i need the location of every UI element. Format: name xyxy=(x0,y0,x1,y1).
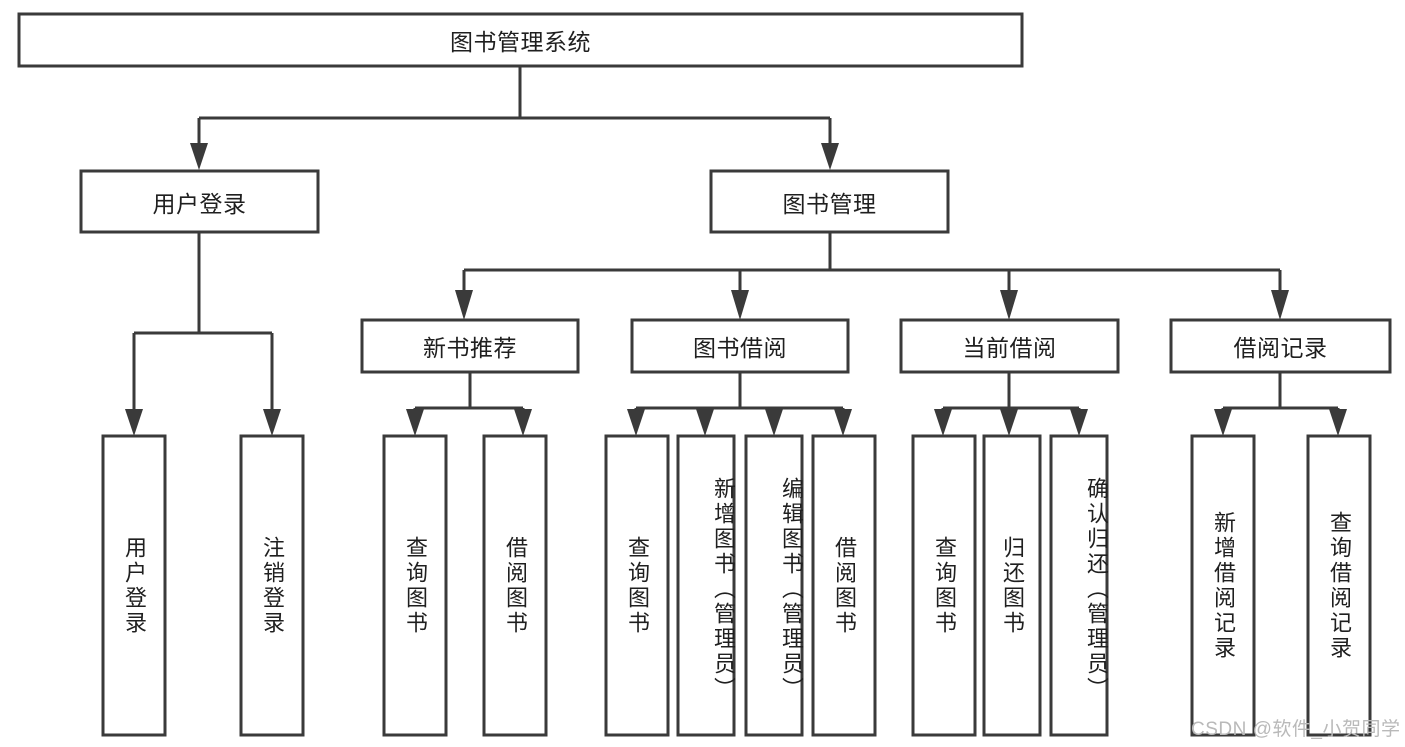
node-box-leaf-query-book-3[interactable] xyxy=(911,434,977,737)
arrow-head-to-leaf-edit-book xyxy=(765,409,783,436)
arrow-head-to-leaf-logout xyxy=(263,409,281,436)
arrow-head-to-leaf-query-record xyxy=(1329,409,1347,436)
node-box-new-book-recommend[interactable] xyxy=(360,318,580,374)
node-box-leaf-confirm-return[interactable] xyxy=(1049,434,1109,737)
arrow-head-to-leaf-confirm-return xyxy=(1070,409,1088,436)
arrow-head-to-borrow-record xyxy=(1271,290,1289,320)
connector-new-book-recommend-to-leaves xyxy=(413,372,525,420)
node-box-book-manage[interactable] xyxy=(709,169,950,234)
connector-borrow-record-to-leaves xyxy=(1221,372,1340,420)
node-box-leaf-add-record[interactable] xyxy=(1190,434,1256,737)
node-box-leaf-borrow-book-2[interactable] xyxy=(811,434,877,737)
node-box-leaf-query-book-2[interactable] xyxy=(604,434,670,737)
arrow-head-to-leaf-user-login xyxy=(125,409,143,436)
node-box-leaf-logout[interactable] xyxy=(239,434,305,737)
arrow-head-to-leaf-return-book xyxy=(1000,409,1018,436)
arrow-head-to-leaf-borrow-book-2 xyxy=(834,409,852,436)
node-box-user-login[interactable] xyxy=(79,169,320,234)
arrow-head-to-book-borrow xyxy=(731,290,749,320)
arrow-head-to-new-book-recommend xyxy=(455,290,473,320)
node-box-current-borrow[interactable] xyxy=(899,318,1120,374)
connector-user-login-to-leaves xyxy=(132,232,274,420)
arrow-head-to-current-borrow xyxy=(1000,290,1018,320)
arrow-head-to-leaf-query-book-3 xyxy=(934,409,952,436)
node-box-leaf-query-book-1[interactable] xyxy=(382,434,448,737)
node-box-leaf-edit-book[interactable] xyxy=(744,434,804,737)
node-box-book-borrow[interactable] xyxy=(630,318,850,374)
csdn-watermark: CSDN @软件_小贺同学 xyxy=(1191,719,1401,740)
arrow-head-to-leaf-query-book-2 xyxy=(627,409,645,436)
node-box-borrow-record[interactable] xyxy=(1169,318,1392,374)
connector-book-manage-to-level3 xyxy=(462,232,1282,297)
node-box-leaf-query-record[interactable] xyxy=(1306,434,1372,737)
node-box-leaf-add-book[interactable] xyxy=(676,434,736,737)
connector-root-to-level2 xyxy=(197,66,832,155)
node-box-leaf-user-login[interactable] xyxy=(101,434,167,737)
node-box-root[interactable] xyxy=(17,12,1024,68)
arrow-head-to-leaf-borrow-book-1 xyxy=(514,409,532,436)
node-box-leaf-borrow-book-1[interactable] xyxy=(482,434,548,737)
arrow-head-to-leaf-query-book-1 xyxy=(406,409,424,436)
arrow-head-to-user-login xyxy=(190,143,208,170)
connector-book-borrow-to-leaves xyxy=(634,372,845,420)
node-box-leaf-return-book[interactable] xyxy=(982,434,1042,737)
arrow-head-to-leaf-add-book xyxy=(696,409,714,436)
arrow-head-to-leaf-add-record xyxy=(1214,409,1232,436)
arrow-head-to-book-manage xyxy=(821,143,839,170)
